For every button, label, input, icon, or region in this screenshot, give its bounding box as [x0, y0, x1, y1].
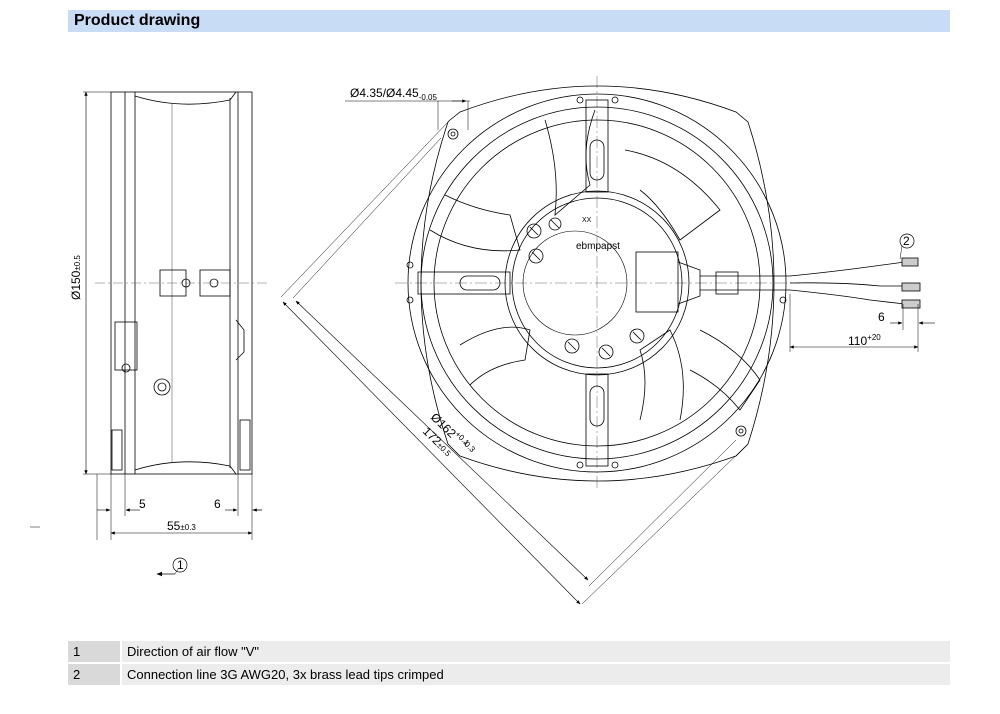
hub-mark: XX — [582, 217, 592, 224]
side-diameter-label: Ø150±0.5 — [69, 255, 83, 300]
hole-dimension-label: Ø4.35/Ø4.45-0.05 — [350, 86, 438, 102]
legend-description: Connection line 3G AWG20, 3x brass lead … — [127, 667, 444, 682]
lead-length-label: 110+20 — [848, 333, 881, 348]
left-offset-label: 5 — [139, 497, 146, 511]
side-view — [30, 91, 268, 577]
legend-number: 1 — [73, 644, 81, 659]
legend-row: 1 Direction of air flow "V" — [68, 641, 950, 662]
right-offset-label: 6 — [214, 497, 221, 511]
legend-table: 1 Direction of air flow "V" 2 Connection… — [68, 641, 950, 687]
section-title: Product drawing — [74, 12, 201, 29]
callout-cable: 2 — [903, 234, 910, 248]
depth-label: 55±0.3 — [167, 519, 196, 533]
legend-number: 2 — [73, 667, 81, 682]
legend-description: Direction of air flow "V" — [127, 644, 260, 659]
section-header: Product drawing — [68, 10, 950, 32]
legend-row: 2 Connection line 3G AWG20, 3x brass lea… — [68, 664, 950, 685]
brand-label: ebmpapst — [576, 241, 620, 252]
lead-strip-label: 6 — [878, 310, 885, 324]
callout-airflow: 1 — [177, 558, 184, 572]
front-view — [280, 76, 935, 605]
